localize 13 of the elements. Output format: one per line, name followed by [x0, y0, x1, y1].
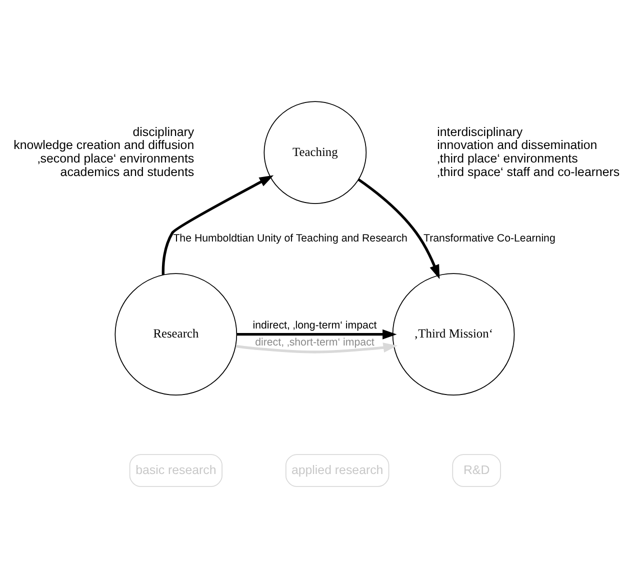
node-circle: Teaching: [264, 100, 367, 204]
edge-label: The Humboldtian Unity of Teaching and Research: [173, 232, 408, 244]
node-circle: ‚Third Mission‘: [392, 272, 515, 396]
arrow: [236, 328, 397, 339]
edge-label: Transformative Co-Learning: [423, 232, 556, 244]
edge-label: indirect, ‚long-term‘ impact: [252, 319, 377, 332]
arrow: [162, 174, 274, 274]
arrow: [358, 178, 440, 279]
arrow: [236, 342, 398, 353]
node-circle: Research: [114, 272, 238, 396]
edge-label: direct, ‚short-term‘ impact: [255, 336, 374, 348]
node-text: interdisciplinary innovation and dissemination ‚third place‘ environments ‚third space‘ staff and co-learners: [437, 124, 620, 178]
node-text: disciplinary knowledge creation and diffusion ‚second place‘ environments academics and students: [14, 124, 194, 178]
